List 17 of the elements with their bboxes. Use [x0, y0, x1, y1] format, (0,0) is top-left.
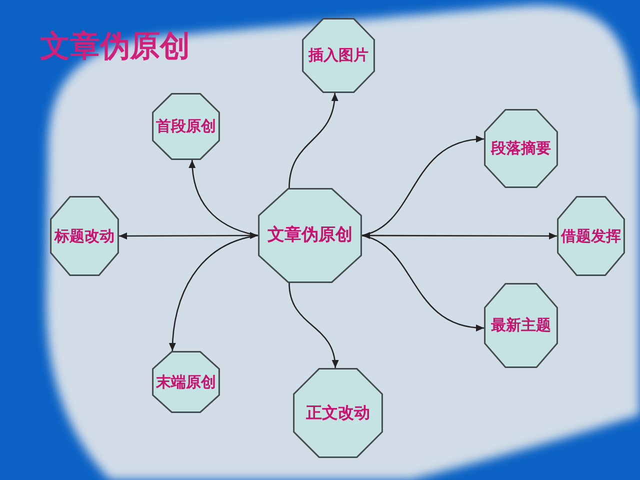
- octagon-node: 正文改动: [293, 368, 383, 458]
- octagon-node: 插入图片: [302, 18, 375, 93]
- arrow: [288, 282, 338, 368]
- octagon-node: 首段原创: [152, 93, 220, 160]
- octagon-node: 标题改动: [50, 196, 119, 276]
- arrow: [288, 92, 338, 188]
- arrow: [362, 234, 484, 331]
- octagon-node: 段落摘要: [484, 109, 558, 188]
- arrow: [188, 160, 258, 236]
- double-arrow: [362, 232, 557, 240]
- octagon-node: 文章伪原创: [258, 188, 362, 283]
- octagon-node: 借题发挥: [557, 196, 625, 276]
- octagon-node: 最新主题: [484, 283, 558, 368]
- arrow: [169, 234, 258, 352]
- octagon-node: 末端原创: [152, 351, 220, 413]
- arrow: [362, 136, 484, 236]
- double-arrow: [119, 232, 258, 240]
